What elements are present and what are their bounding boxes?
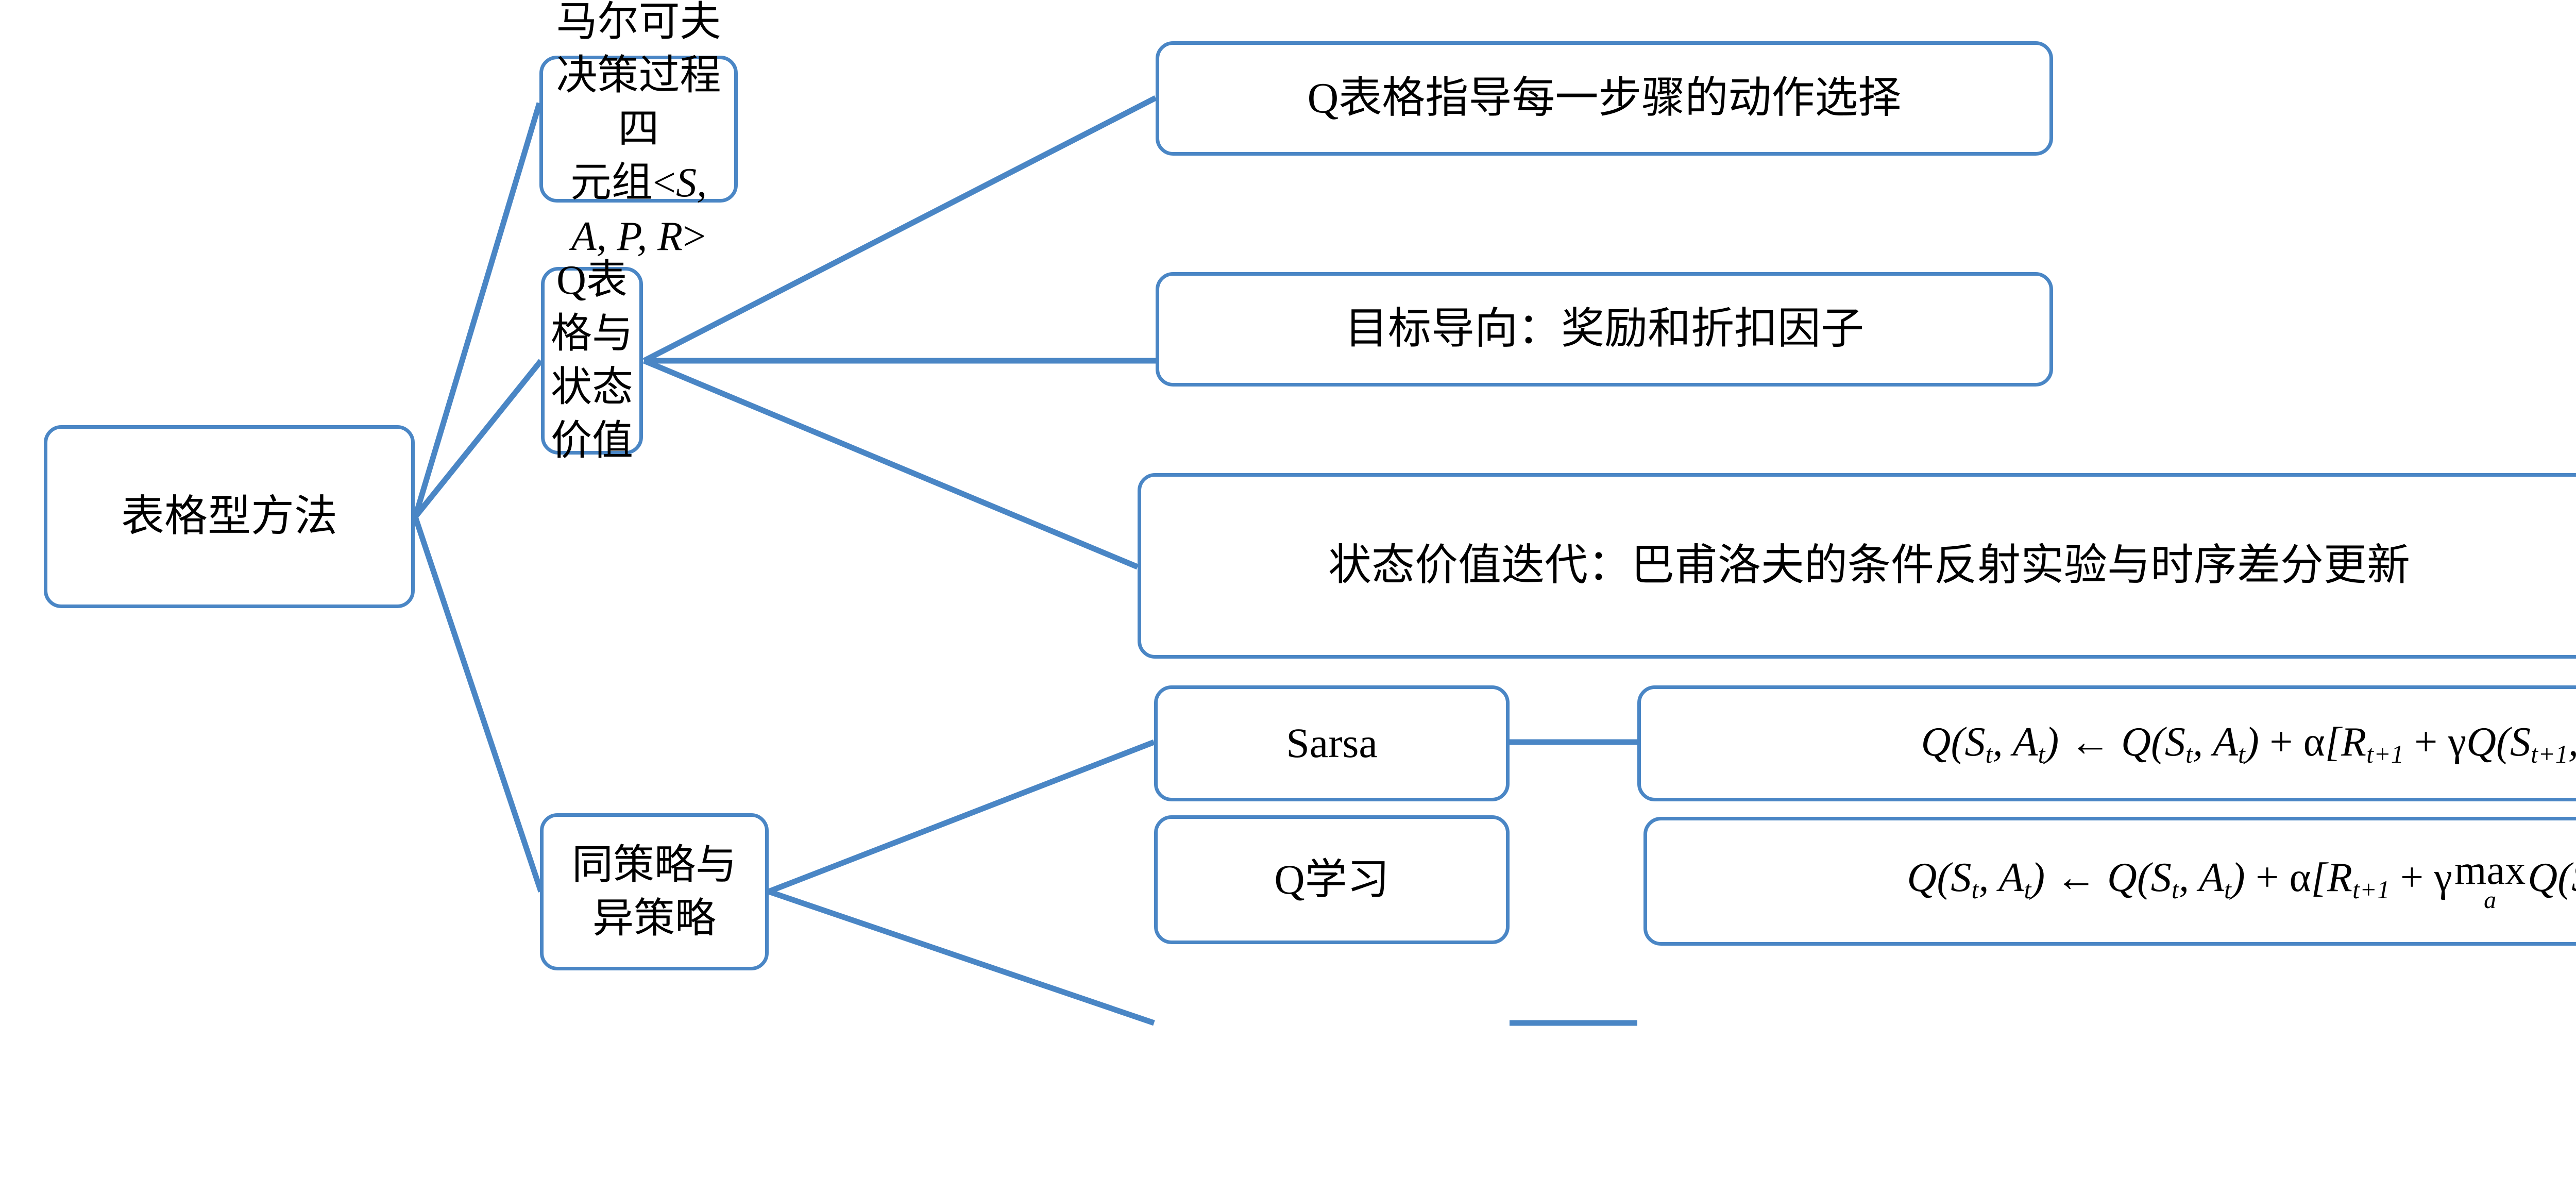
node-mdp[interactable]: 马尔可夫决策过程四 元组<S, A, P, R> — [539, 0, 738, 259]
node-sarsa-label: Sarsa — [1286, 719, 1378, 767]
node-leaf-value[interactable]: 状态价值迭代：巴甫洛夫的条件反射实验与时序差分更新 — [1138, 473, 2576, 659]
node-sarsa[interactable]: Sarsa — [1154, 685, 1510, 801]
node-qtable[interactable]: Q表格与状态价值 — [541, 258, 643, 464]
node-qlearning[interactable]: Q学习 — [1154, 815, 1510, 944]
edge-root-to-policy — [412, 516, 544, 893]
edge-root-to-qtable — [413, 359, 544, 519]
node-leaf-value-label: 状态价值迭代：巴甫洛夫的条件反射实验与时序差分更新 — [1328, 542, 2410, 590]
node-mdp-label: 马尔可夫决策过程四 元组<S, A, P, R> — [552, 0, 725, 263]
node-sarsa-formula-label: Q(St, At) ← Q(St, At) + α[Rt+1 + γQ(St+1… — [1921, 719, 2576, 769]
node-policy-label: 同策略与异策略 — [572, 842, 737, 942]
node-mdp-line1: 马尔可夫决策过程四 — [556, 0, 721, 152]
node-root[interactable]: 表格型方法 — [44, 425, 415, 608]
node-sarsa-formula[interactable]: Q(St, At) ← Q(St, At) + α[Rt+1 + γQ(St+1… — [1637, 685, 2576, 801]
edge-policy-to-qlearning — [768, 888, 1155, 1026]
edge-policy-to-sarsa — [768, 739, 1155, 895]
edge-root-to-mdp — [412, 102, 543, 518]
edge-qtable-to-leaf-value — [642, 358, 1139, 570]
node-qtable-label: Q表格与状态价值 — [551, 258, 633, 464]
node-leaf-action-label: Q表格指导每一步骤的动作选择 — [1307, 74, 1902, 123]
node-leaf-goal[interactable]: 目标导向：奖励和折扣因子 — [1156, 272, 2053, 387]
node-leaf-goal-label: 目标导向：奖励和折扣因子 — [1344, 305, 1864, 354]
node-qlearning-label: Q学习 — [1274, 855, 1389, 903]
node-root-label: 表格型方法 — [121, 492, 337, 541]
node-leaf-action[interactable]: Q表格指导每一步骤的动作选择 — [1156, 41, 2053, 156]
node-policy[interactable]: 同策略与异策略 — [540, 813, 769, 970]
node-mdp-line2-prefix: 元组< — [570, 160, 676, 206]
node-mdp-line2-suffix: > — [683, 213, 706, 259]
